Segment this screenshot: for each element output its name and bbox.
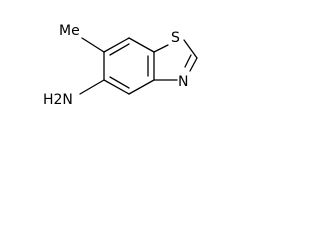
sulfur-atom-label: S [171, 30, 180, 46]
bond-c6-methyl [81, 37, 105, 53]
bond-c5-amine [79, 79, 105, 95]
bond-c7-c7a [128, 37, 155, 53]
bond-s-c2 [183, 39, 198, 59]
inner-bond-c6-c7 [109, 43, 130, 56]
amine-label: H2N [43, 92, 73, 108]
bond-c6-c7 [103, 37, 130, 53]
inner-bond-c4-c5 [109, 76, 130, 89]
bond-c4-c5 [103, 79, 130, 95]
bond-c2-n [189, 57, 198, 72]
nitrogen-atom-label: N [178, 74, 188, 90]
bond-c7a-s [153, 44, 169, 53]
bond-c3a-c4 [128, 79, 155, 95]
benzothiazole-structure: Me S N H2N [43, 23, 198, 108]
methyl-label: Me [59, 23, 80, 39]
bond-c2-n-double [184, 54, 192, 68]
